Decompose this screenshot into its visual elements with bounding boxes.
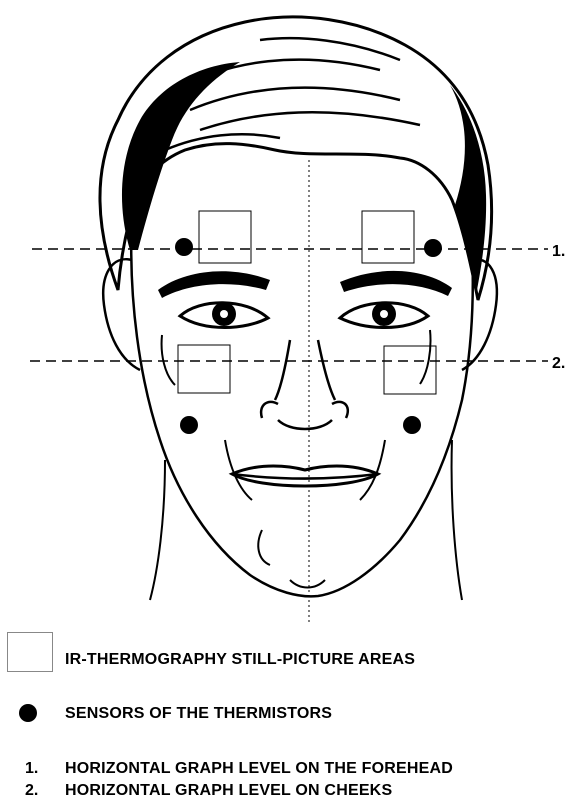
ir-area-cheek-left [178, 345, 230, 393]
ir-area-forehead-right [362, 211, 414, 263]
ir-area-cheek-right [384, 346, 436, 394]
level-2-number: 2. [25, 782, 38, 800]
legend-areas-label: IR-THERMOGRAPHY STILL-PICTURE AREAS [65, 651, 415, 669]
legend-sensor-swatch [19, 704, 37, 722]
level-1-text: HORIZONTAL GRAPH LEVEL ON THE FOREHEAD [65, 760, 574, 778]
left-eyebrow [158, 271, 270, 298]
chin [258, 530, 325, 588]
face-outline [131, 215, 473, 596]
face-diagram: 1. 2. [0, 0, 574, 625]
sensor-forehead-right [424, 239, 442, 257]
sensor-forehead-left [175, 238, 193, 256]
ir-area-forehead-left [199, 211, 251, 263]
level-1-number: 1. [25, 760, 38, 778]
level-2-text: HORIZONTAL GRAPH LEVEL ON CHEEKS [65, 782, 392, 800]
sensor-cheek-left [180, 416, 198, 434]
level-label-1: 1. [552, 243, 565, 260]
nose [261, 340, 348, 429]
right-eyebrow [340, 271, 452, 296]
legend-area-swatch [7, 632, 53, 672]
level-label-2: 2. [552, 355, 565, 372]
sensor-cheek-right [403, 416, 421, 434]
legend-sensors-label: SENSORS OF THE THERMISTORS [65, 705, 332, 723]
